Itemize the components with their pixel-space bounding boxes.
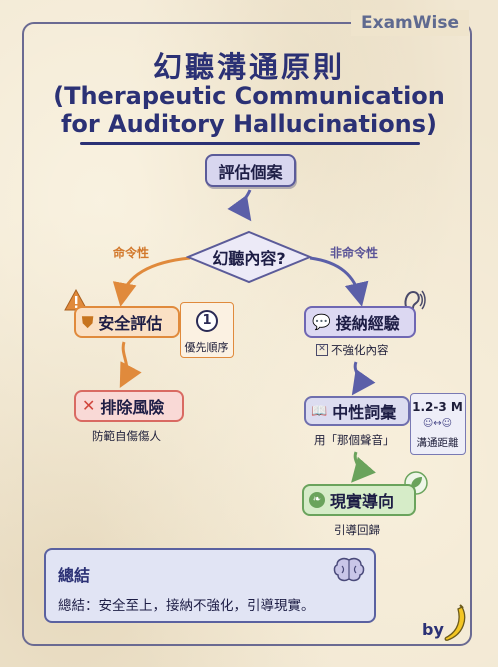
distance-box: 1.2-3 M ☺↔☺ 溝通距離 <box>410 393 466 455</box>
decision-diamond <box>186 230 312 284</box>
page-frame <box>22 22 472 646</box>
reality-orientation-node: ❧ 現實導向 <box>302 484 416 516</box>
branch-label-command: 命令性 <box>113 246 150 260</box>
x-icon: ✕ <box>82 396 96 415</box>
prohibit-icon: ✕ <box>316 344 328 356</box>
speech-bubble-icon: 💬 <box>312 312 331 331</box>
arrow-safety-to-risk <box>119 341 142 388</box>
priority-box: 1 優先順序 <box>180 302 234 358</box>
summary-body: 總結：安全至上，接納不強化，引導現實。 <box>58 598 315 614</box>
title-english-line1: (Therapeutic Communication <box>53 82 445 110</box>
distance-value: 1.2-3 M <box>412 400 463 414</box>
banana-icon <box>444 604 466 641</box>
eliminate-risk-label: 排除風險 <box>100 398 165 417</box>
no-reinforce-row: ✕ 不強化內容 <box>316 342 389 358</box>
title-english-line2: for Auditory Hallucinations) <box>60 110 438 138</box>
accept-experience-subtext: 不強化內容 <box>331 343 389 357</box>
leaf-icon: ❧ <box>309 492 325 508</box>
brand-logo: ExamWise <box>351 10 469 36</box>
priority-text: 優先順序 <box>184 341 229 354</box>
safety-assessment-label: 安全評估 <box>98 314 163 333</box>
accept-experience-label: 接納經驗 <box>335 314 400 333</box>
summary-box: 總結 總結：安全至上，接納不強化，引導現實。 <box>44 548 376 623</box>
arrow-decision-to-accept <box>309 256 369 307</box>
arrow-neutral-to-reality <box>351 451 376 483</box>
neutral-words-subtext: 用「那個聲音」 <box>314 433 395 447</box>
assess-patient-node: 評估個案 <box>205 154 296 187</box>
summary-header: 總結 <box>58 566 91 585</box>
arrow-decision-to-safety <box>112 256 191 307</box>
reality-orientation-label: 現實導向 <box>330 492 395 511</box>
assess-patient-label: 評估個案 <box>218 162 283 182</box>
eliminate-risk-subtext: 防範自傷傷人 <box>92 429 161 443</box>
people-distance-icon: ☺↔☺ <box>422 418 453 429</box>
distance-text: 溝通距離 <box>416 437 459 449</box>
eliminate-risk-node: ✕ 排除風險 <box>74 390 184 422</box>
accept-experience-node: 💬 接納經驗 <box>304 306 416 338</box>
safety-assessment-node: ⛊ 安全評估 <box>74 306 180 338</box>
priority-number: 1 <box>196 310 218 332</box>
arrow-start-to-decision <box>227 189 252 222</box>
byline: by <box>422 620 444 639</box>
title-underline <box>80 142 420 145</box>
neutral-words-node: 📖 中性詞彙 <box>304 396 410 426</box>
decision-label: 幻聽內容? <box>212 249 286 268</box>
arrow-accept-to-neutral <box>351 361 376 396</box>
neutral-words-label: 中性詞彙 <box>332 403 397 422</box>
book-icon: 📖 <box>311 403 328 419</box>
branch-label-non-command: 非命令性 <box>330 246 379 260</box>
shield-icon: ⛊ <box>82 312 94 331</box>
reality-orientation-subtext: 引導回歸 <box>334 523 380 537</box>
hallucination-content-decision: 幻聽內容? <box>186 230 312 284</box>
brain-icon <box>333 557 365 582</box>
title-chinese: 幻聽溝通原則 <box>152 50 345 84</box>
